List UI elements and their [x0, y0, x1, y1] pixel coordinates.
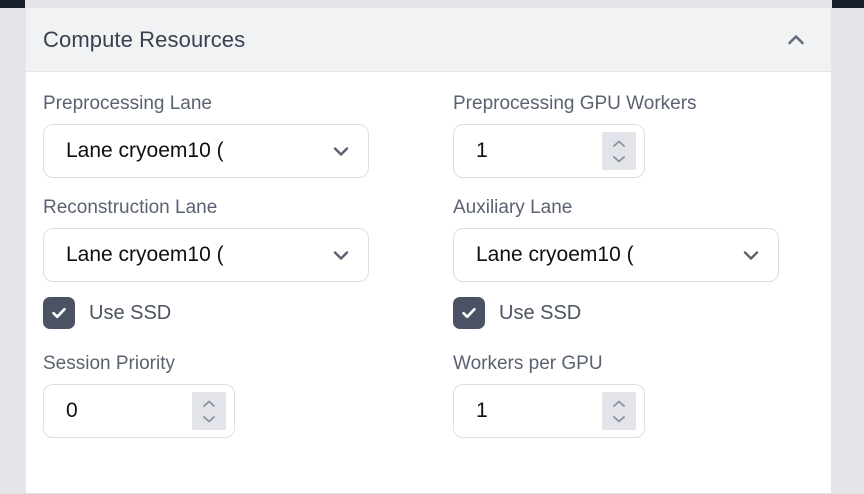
- number-session-priority-value[interactable]: 0: [66, 399, 78, 422]
- number-preprocessing-gpu-workers-value[interactable]: 1: [476, 139, 488, 162]
- page-background: Compute Resources Preprocessing Lane Lan…: [0, 8, 864, 494]
- spinner-updown-icon[interactable]: [192, 392, 226, 430]
- checkbox-use-ssd-left[interactable]: Use SSD: [43, 294, 171, 332]
- checkbox-use-ssd-right-label: Use SSD: [499, 301, 582, 324]
- spinner-updown-icon[interactable]: [602, 132, 636, 170]
- label-preprocessing-lane: Preprocessing Lane: [43, 93, 212, 114]
- checkmark-icon[interactable]: [43, 297, 75, 329]
- select-auxiliary-lane[interactable]: Lane cryoem10 (: [453, 228, 779, 282]
- top-bar-left-strip: [0, 0, 25, 8]
- checkbox-use-ssd-right[interactable]: Use SSD: [453, 294, 581, 332]
- chevron-down-icon: [328, 139, 354, 163]
- checkmark-icon[interactable]: [453, 297, 485, 329]
- compute-resources-body: Preprocessing Lane Lane cryoem10 ( Prepr…: [26, 72, 831, 438]
- number-workers-per-gpu-value[interactable]: 1: [476, 399, 488, 422]
- compute-resources-card: Compute Resources Preprocessing Lane Lan…: [25, 8, 832, 494]
- field-auxiliary-lane: Auxiliary Lane Lane cryoem10 (: [453, 196, 814, 332]
- spinner-decrement-icon[interactable]: [200, 413, 218, 425]
- field-preprocessing-lane: Preprocessing Lane Lane cryoem10 (: [43, 92, 453, 178]
- top-bar-right-strip: [832, 0, 864, 8]
- spinner-increment-icon[interactable]: [610, 138, 628, 150]
- select-preprocessing-lane-value: Lane cryoem10 (: [66, 139, 224, 162]
- number-session-priority[interactable]: 0: [43, 384, 235, 438]
- chevron-down-icon: [328, 243, 354, 267]
- compute-resources-header[interactable]: Compute Resources: [26, 8, 831, 72]
- number-workers-per-gpu[interactable]: 1: [453, 384, 645, 438]
- panel-title: Compute Resources: [43, 26, 246, 52]
- field-preprocessing-gpu-workers: Preprocessing GPU Workers 1: [453, 92, 814, 178]
- label-reconstruction-lane: Reconstruction Lane: [43, 197, 218, 218]
- label-workers-per-gpu: Workers per GPU: [453, 353, 603, 374]
- field-reconstruction-lane: Reconstruction Lane Lane cryoem10 (: [43, 196, 453, 332]
- select-preprocessing-lane[interactable]: Lane cryoem10 (: [43, 124, 369, 178]
- label-preprocessing-gpu-workers: Preprocessing GPU Workers: [453, 93, 697, 114]
- field-session-priority: Session Priority 0: [43, 352, 453, 438]
- number-preprocessing-gpu-workers[interactable]: 1: [453, 124, 645, 178]
- select-reconstruction-lane[interactable]: Lane cryoem10 (: [43, 228, 369, 282]
- spinner-increment-icon[interactable]: [200, 398, 218, 410]
- chevron-down-icon: [738, 243, 764, 267]
- field-workers-per-gpu: Workers per GPU 1: [453, 352, 814, 438]
- checkbox-use-ssd-left-label: Use SSD: [89, 301, 172, 324]
- chevron-up-icon[interactable]: [779, 23, 813, 57]
- spinner-decrement-icon[interactable]: [610, 413, 628, 425]
- label-auxiliary-lane: Auxiliary Lane: [453, 197, 573, 218]
- label-session-priority: Session Priority: [43, 353, 175, 374]
- spinner-updown-icon[interactable]: [602, 392, 636, 430]
- spinner-increment-icon[interactable]: [610, 398, 628, 410]
- select-auxiliary-lane-value: Lane cryoem10 (: [476, 243, 634, 266]
- spinner-decrement-icon[interactable]: [610, 153, 628, 165]
- select-reconstruction-lane-value: Lane cryoem10 (: [66, 243, 224, 266]
